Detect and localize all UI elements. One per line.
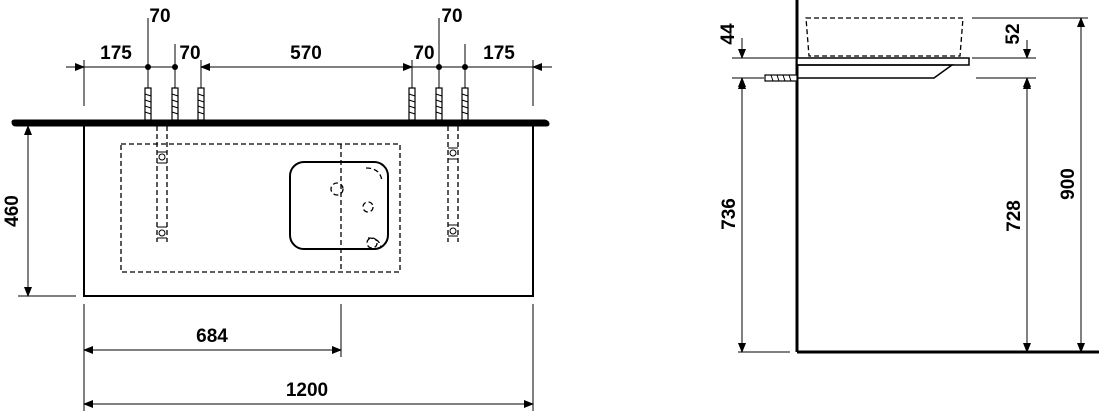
dim-70-right: 70 [413,43,434,64]
anchor-bolt-side [764,74,798,82]
dim-900: 900 [1058,168,1079,200]
dim-175-right: 175 [483,43,515,64]
bolt-6 [461,87,469,121]
dim-175-left: 175 [100,43,132,64]
dim-top-70-left: 70 [149,6,170,27]
dim-52: 52 [1003,23,1024,44]
width-684-dimension-line [83,304,342,411]
bolt-1 [144,87,152,121]
bolt-5 [435,87,443,121]
dim-570: 570 [290,43,322,64]
countertop-side [796,57,970,66]
dim-684: 684 [196,326,228,347]
bolt-4 [408,87,416,121]
front-view: 70 70 175 70 570 70 175 460 684 1200 [2,6,552,411]
dim-460: 460 [2,195,23,227]
drawer-outline [120,143,401,273]
bolt-3 [197,87,205,121]
basin-overflow-dashed [362,201,374,213]
dim-70-left: 70 [179,43,200,64]
bolt-2 [171,87,179,121]
basin-outline [289,161,389,250]
left-support-rail [156,126,168,242]
wall-anchor-bolts [144,87,469,121]
support-bracket-side [797,64,955,79]
basin-drain-dashed [330,182,344,196]
dim-52-lines [972,17,1088,98]
basin-small-dashed [366,237,378,249]
cabinet-body [83,124,534,297]
dim-728: 728 [1004,200,1025,232]
basin-dashed-side [805,17,964,57]
right-support-rail [447,126,459,242]
top-dimension-line [66,63,552,71]
basin-corner-dash-br [367,237,382,249]
width-1200-dimension-line [83,304,534,411]
side-view: 44 736 52 728 900 [718,0,1099,354]
dim-1200: 1200 [286,380,328,401]
dim-top-70-right: 70 [441,6,462,27]
height-dimension-line [18,125,80,297]
basin-corner-dash-tr [365,167,383,183]
dim-736: 736 [719,198,740,230]
dim-44: 44 [718,23,739,45]
dim-736-lines [738,79,790,353]
